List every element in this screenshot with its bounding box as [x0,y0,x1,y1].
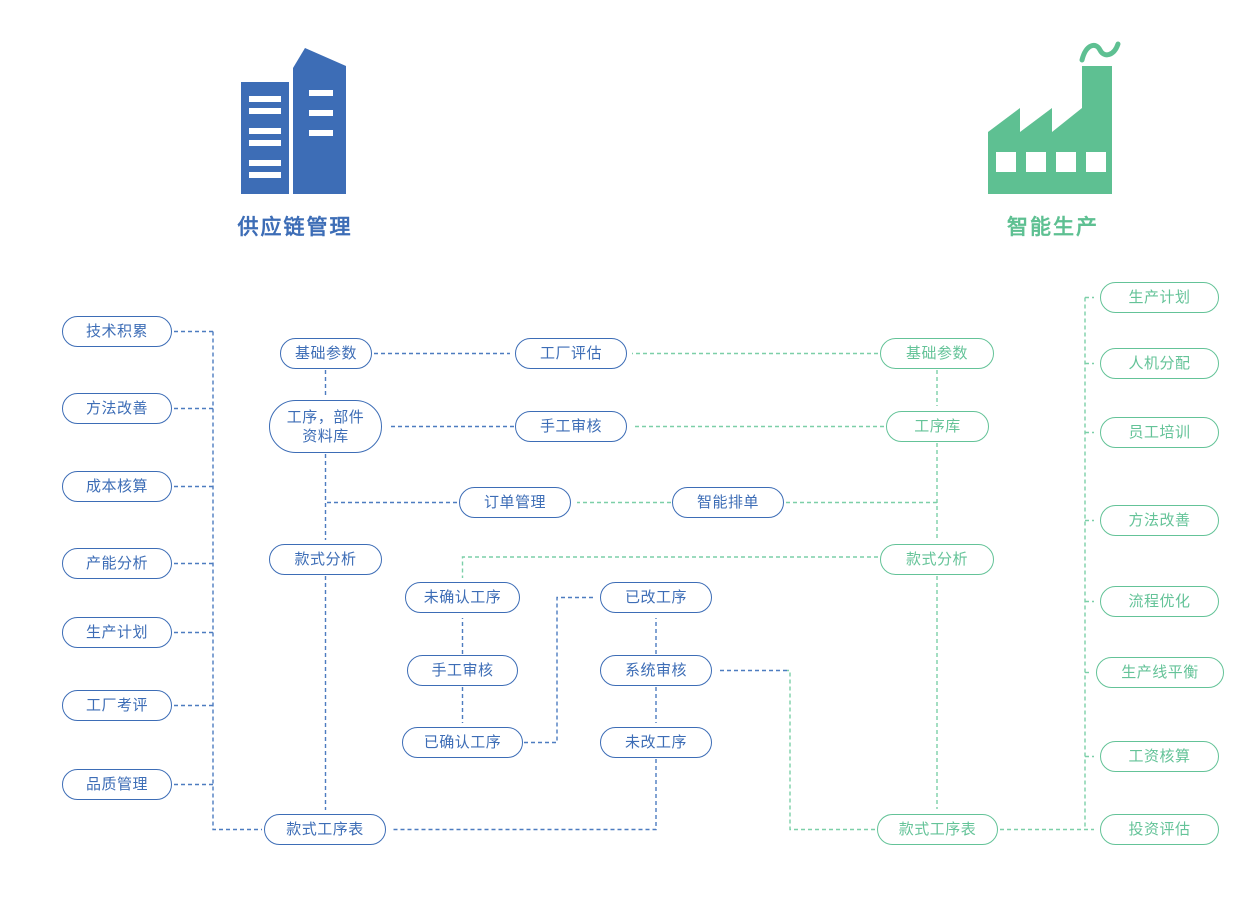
node-unchanged-process: 未改工序 [600,727,712,758]
node-method-improve-right: 方法改善 [1100,505,1219,536]
node-cost-accounting: 成本核算 [62,471,172,502]
building-icon [241,48,346,194]
factory-icon [988,41,1121,194]
node-factory-eval: 工厂评估 [515,338,627,369]
edge-unchanged-to-sheet [391,759,657,831]
node-supply-style-sheet: 款式工序表 [264,814,386,845]
node-factory-appraisal: 工厂考评 [62,690,172,721]
node-smart-scheduling: 智能排单 [672,487,784,518]
supply-chain-title: 供应链管理 [237,215,353,239]
node-prod-style-sheet: 款式工序表 [877,814,998,845]
node-order-management: 订单管理 [459,487,571,518]
node-changed-process: 已改工序 [600,582,712,613]
edge-gsheet-to-system-feed [787,669,875,831]
edge-gstyle-to-unconfirmed [461,556,878,578]
node-employee-training: 员工培训 [1100,417,1219,448]
node-prod-basic-params: 基础参数 [880,338,994,369]
node-unconfirmed-process: 未确认工序 [405,582,520,613]
node-process-parts-db: 工序，部件资料库 [269,400,382,453]
node-production-plan-right: 生产计划 [1100,282,1219,313]
node-manual-review-lower: 手工审核 [407,655,518,686]
edge-confirmed-to-changed [524,596,595,744]
smart-production-title: 智能生产 [1007,215,1099,239]
node-capacity-analysis: 产能分析 [62,548,172,579]
node-tech-accumulation: 技术积累 [62,316,172,347]
node-prod-style-analysis: 款式分析 [880,544,994,575]
node-line-balancing: 生产线平衡 [1096,657,1224,688]
node-process-optimization: 流程优化 [1100,586,1219,617]
edge-left-trunk [212,331,262,831]
node-investment-eval: 投资评估 [1100,814,1219,845]
node-quality-management: 品质管理 [62,769,172,800]
node-process-library: 工序库 [886,411,989,442]
node-method-improve-left: 方法改善 [62,393,172,424]
node-supply-style-analysis: 款式分析 [269,544,382,575]
node-confirmed-process: 已确认工序 [402,727,523,758]
node-man-machine-allocation: 人机分配 [1100,348,1219,379]
node-production-plan-left: 生产计划 [62,617,172,648]
node-supply-basic-params: 基础参数 [280,338,372,369]
node-manual-review-upper: 手工审核 [515,411,627,442]
node-system-review: 系统审核 [600,655,712,686]
node-payroll-accounting: 工资核算 [1100,741,1219,772]
